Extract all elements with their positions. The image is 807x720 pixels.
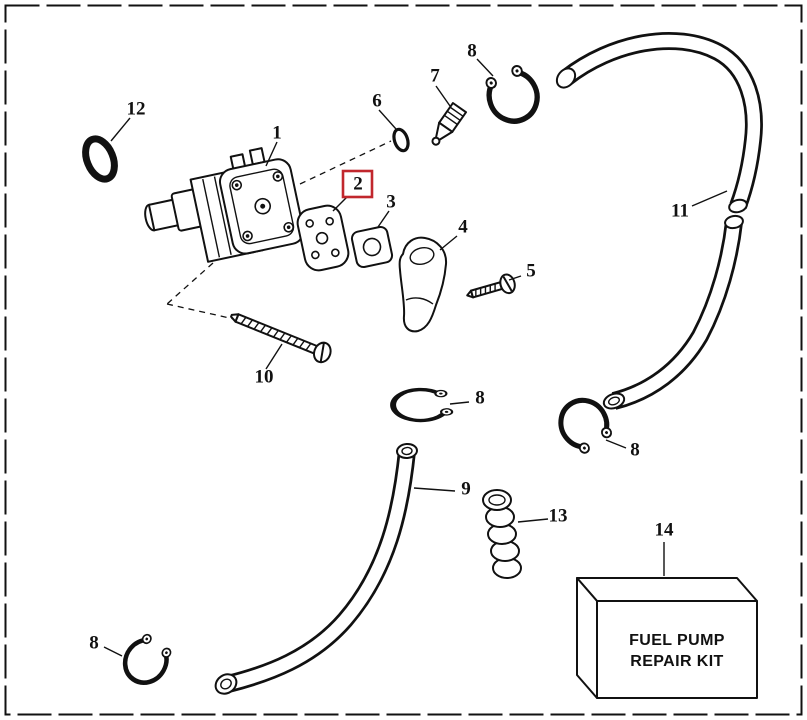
fuel-pump-body <box>144 147 305 263</box>
valve-plate <box>350 225 394 269</box>
assembly-axis-lines <box>166 140 392 320</box>
snap-ring-bottom-left <box>117 631 176 691</box>
callout-14: 14 <box>655 519 675 540</box>
callout-leader-lines <box>103 58 728 657</box>
mounting-screw <box>230 313 332 364</box>
callout-3: 3 <box>386 191 396 212</box>
check-valve <box>431 102 468 146</box>
fuel-hose-right-upper <box>555 31 763 214</box>
o-ring-large <box>82 135 118 183</box>
callout-13: 13 <box>549 505 568 526</box>
kit-box-line1: FUEL PUMP <box>629 632 725 649</box>
callout-5: 5 <box>526 260 536 281</box>
callout-6: 6 <box>372 90 382 111</box>
fuel-hose-long <box>214 442 418 695</box>
repair-kit-box: FUEL PUMP REPAIR KIT <box>576 577 758 699</box>
callout-9: 9 <box>461 478 471 499</box>
callout-2: 2 <box>353 173 363 194</box>
callout-12: 12 <box>127 98 146 119</box>
callout-11: 11 <box>671 200 689 221</box>
callout-1: 1 <box>272 122 282 143</box>
snap-ring-middle <box>389 387 454 423</box>
pump-gasket <box>296 204 350 272</box>
cover-screw <box>466 273 516 299</box>
kit-box-line2: REPAIR KIT <box>630 653 723 670</box>
o-ring-small <box>392 127 410 153</box>
callout-4: 4 <box>458 216 468 237</box>
pump-cover <box>398 236 448 333</box>
spring-coil <box>482 489 522 579</box>
highlight-box-part2 <box>341 169 374 199</box>
callout-8-right: 8 <box>630 439 640 460</box>
callout-numbers: 1 2 3 4 5 6 7 8 8 8 8 9 10 11 12 13 14 <box>89 40 689 653</box>
callout-8-top: 8 <box>467 40 477 61</box>
callout-7: 7 <box>430 65 440 86</box>
callout-8-bottom-left: 8 <box>89 632 99 653</box>
callout-10: 10 <box>255 366 274 387</box>
callout-8-middle: 8 <box>475 387 485 408</box>
fuel-hose-right-lower <box>602 214 744 410</box>
page-border <box>4 4 803 716</box>
